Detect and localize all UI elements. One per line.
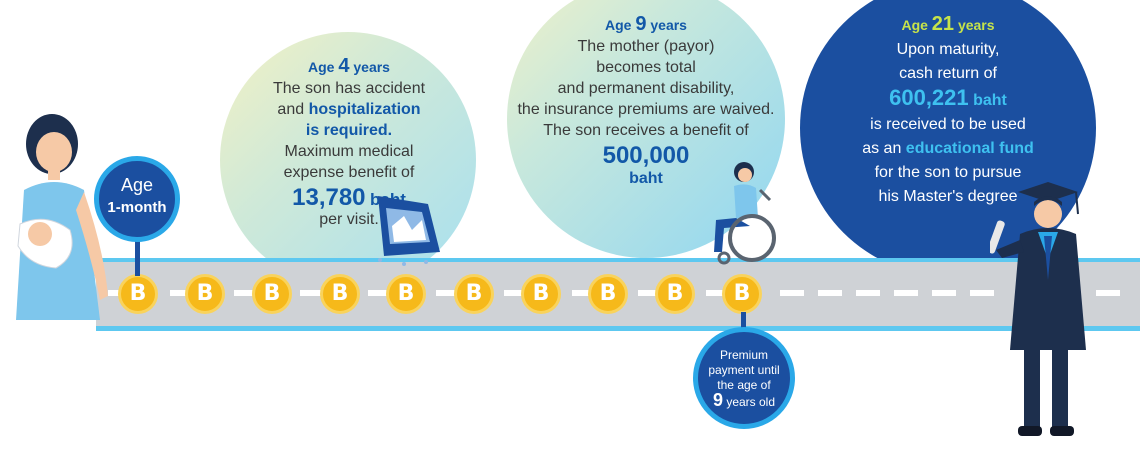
road-dash xyxy=(638,290,662,296)
start-marker-pole xyxy=(135,238,140,276)
road-edge-top xyxy=(96,258,1140,263)
road-dash xyxy=(436,290,460,296)
road-dash xyxy=(932,290,956,296)
road-dash xyxy=(368,290,392,296)
baht-coin-icon: B xyxy=(655,274,695,314)
start-age-marker: Age 1-month xyxy=(94,156,180,242)
baht-coin-icon: B xyxy=(252,274,292,314)
baht-coin-icon: B xyxy=(454,274,494,314)
bubble1-text: Age 4 years The son has accident and hos… xyxy=(272,55,426,229)
baht-coin-icon: B xyxy=(185,274,225,314)
road-dash xyxy=(504,290,528,296)
road-dash xyxy=(234,290,258,296)
premium-payment-marker: Premium payment until the age of 9 years… xyxy=(693,327,795,429)
mother-wheelchair-illustration xyxy=(714,162,776,265)
road-dash xyxy=(170,290,194,296)
road-dash xyxy=(970,290,994,296)
road-dash xyxy=(1096,290,1120,296)
road-dash xyxy=(572,290,596,296)
baht-coin-icon: B xyxy=(722,274,762,314)
bubble2-text: Age 9 years The mother (payor) becomes t… xyxy=(517,13,775,188)
road-dash xyxy=(300,290,324,296)
graduate-illustration xyxy=(990,182,1086,436)
road-dash xyxy=(780,290,804,296)
baht-coin-icon: B xyxy=(118,274,158,314)
mother-with-baby-illustration xyxy=(16,114,108,320)
start-age-value: 1-month xyxy=(107,199,167,216)
start-age-label: Age xyxy=(120,175,154,195)
baht-coin-icon: B xyxy=(320,274,360,314)
road-dash xyxy=(894,290,918,296)
baht-coin-icon: B xyxy=(521,274,561,314)
road-edge-bottom xyxy=(96,326,1140,331)
baht-coin-icon: B xyxy=(588,274,628,314)
bubble3-text: Age 21 years Upon maturity, cash return … xyxy=(862,13,1034,206)
baht-coin-icon: B xyxy=(386,274,426,314)
road-dash xyxy=(856,290,880,296)
premium-marker-pole xyxy=(741,312,746,330)
premium-text: Premium payment until the age of 9 years… xyxy=(708,348,780,410)
crashed-car-illustration xyxy=(378,196,440,266)
road-dash xyxy=(706,290,730,296)
road-dash xyxy=(818,290,842,296)
